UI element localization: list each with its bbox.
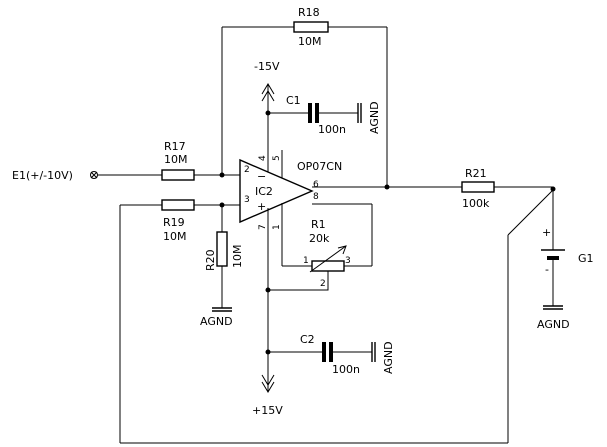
pin-6: 6 — [313, 180, 319, 190]
opamp-part: OP07CN — [297, 160, 342, 173]
r1-name: R1 — [311, 218, 326, 231]
ground-label: AGND — [200, 315, 233, 328]
supply-pos-label: +15V — [252, 404, 283, 417]
g1-name: G1 — [578, 252, 594, 265]
minus-sign: − — [257, 170, 266, 183]
r1-value: 20k — [309, 232, 330, 245]
ground-symbol-g1: AGND — [537, 305, 570, 331]
capacitor-c1: C1 100n — [286, 94, 346, 136]
input-terminal: E1(+/-10V) — [12, 169, 98, 182]
capacitor-c2: C2 100n — [300, 333, 360, 376]
ground-symbol-c1: AGND — [357, 101, 381, 134]
resistor-r21: R21 100k — [461, 167, 495, 210]
c2-value: 100n — [332, 363, 360, 376]
pin-3: 3 — [244, 195, 250, 205]
r21-value: 100k — [462, 197, 490, 210]
junction-dot — [219, 172, 225, 178]
supply-neg-label: -15V — [254, 60, 280, 73]
junction-dot — [265, 287, 271, 293]
pin-1: 1 — [272, 224, 282, 230]
cell-g1: G1 + - — [541, 226, 594, 276]
resistor-r18: R18 10M — [293, 6, 329, 48]
pin-8: 8 — [313, 192, 319, 202]
pin-5: 5 — [272, 155, 282, 161]
junction-dot — [384, 184, 390, 190]
r19-name: R19 — [163, 216, 185, 229]
c2-ground-label: AGND — [382, 341, 395, 374]
pin-7: 7 — [258, 224, 268, 230]
pin-2: 2 — [244, 165, 250, 175]
plus-sign: + — [257, 200, 266, 213]
r1-pin-3: 3 — [345, 256, 351, 266]
g1-plus: + — [542, 226, 551, 239]
r1-pin-1: 1 — [303, 256, 309, 266]
resistor-r17: R17 10M — [161, 140, 195, 181]
r1-pin-2: 2 — [320, 279, 326, 289]
c2-name: C2 — [300, 333, 315, 346]
feedback-path — [221, 26, 388, 187]
r20-name: R20 — [204, 249, 217, 271]
r18-name: R18 — [298, 6, 320, 19]
input-label: E1(+/-10V) — [12, 169, 73, 182]
r19-value: 10M — [163, 230, 187, 243]
r21-name: R21 — [465, 167, 487, 180]
ground-symbol-r20: AGND — [200, 307, 233, 328]
r17-value: 10M — [164, 153, 188, 166]
resistor-r19: R19 10M — [161, 199, 195, 243]
supply-neg-arrow: -15V — [254, 60, 280, 102]
reference-loop-wire — [119, 189, 554, 444]
resistor-r20: R20 10M — [204, 231, 244, 271]
opamp-ic2: IC2 OP07CN − + 2 3 6 4 5 7 1 8 — [239, 155, 342, 230]
c1-name: C1 — [286, 94, 301, 107]
pin-4: 4 — [258, 155, 268, 161]
potentiometer-r1: R1 20k 1 3 2 — [268, 218, 351, 291]
opamp-name: IC2 — [255, 185, 273, 198]
c1-value: 100n — [318, 123, 346, 136]
supply-pos-arrow: +15V — [252, 374, 283, 417]
g1-ground-label: AGND — [537, 318, 570, 331]
c1-ground-label: AGND — [368, 101, 381, 134]
r20-value: 10M — [231, 245, 244, 269]
g1-minus: - — [545, 263, 549, 276]
r18-value: 10M — [298, 35, 322, 48]
r17-name: R17 — [164, 140, 186, 153]
ground-symbol-c2: AGND — [371, 341, 395, 374]
